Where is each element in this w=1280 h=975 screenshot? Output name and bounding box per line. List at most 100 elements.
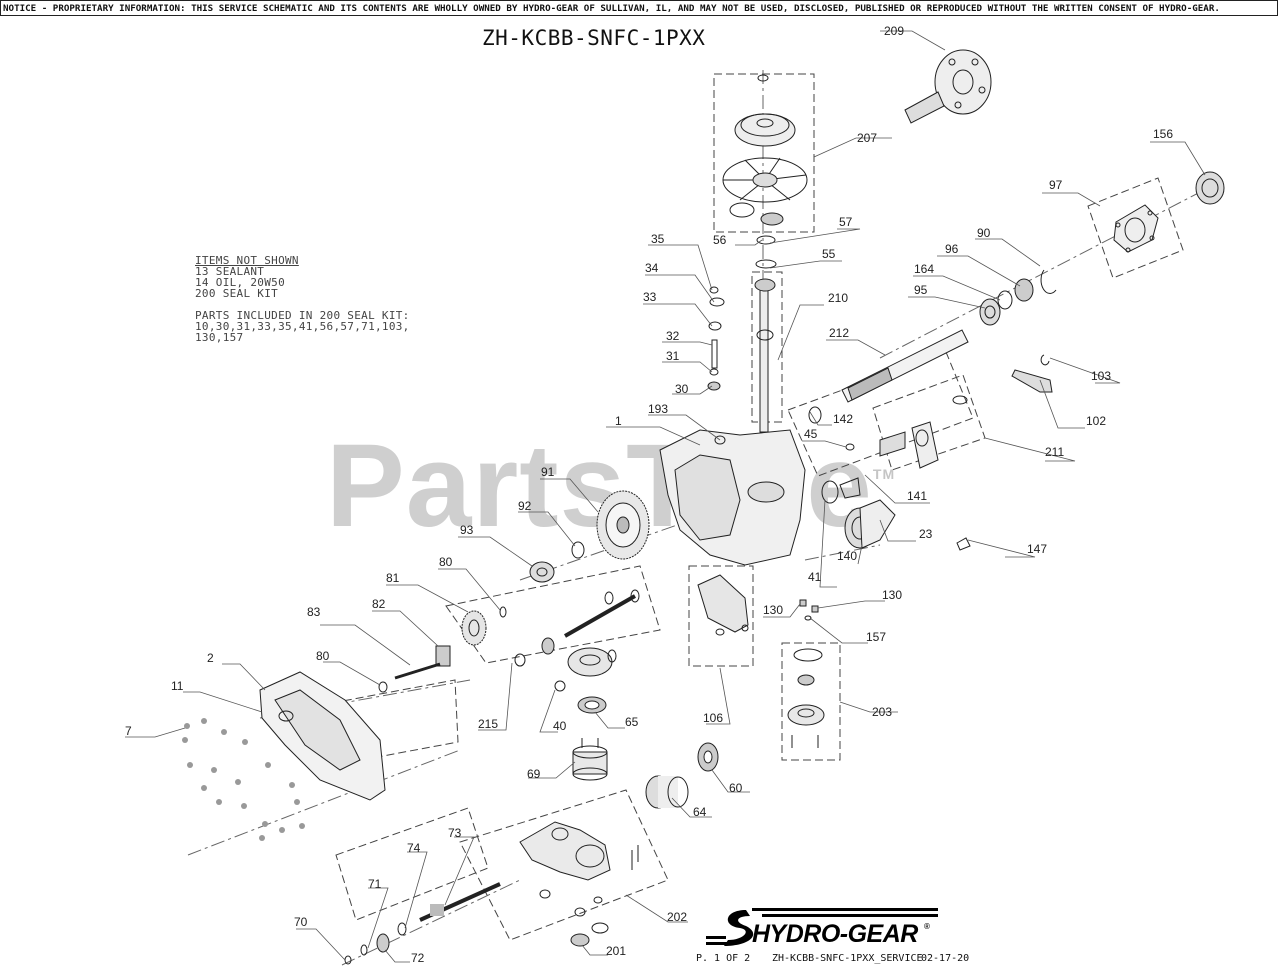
callout-32: 32 — [666, 329, 680, 343]
part-69-pump-cylinder-block — [572, 738, 608, 781]
callout-141: 141 — [907, 489, 927, 503]
callout-193: 193 — [648, 402, 668, 416]
callout-23: 23 — [919, 527, 933, 541]
part-64-motor-cylinder-block — [645, 775, 689, 809]
part-212-axle-shaft — [808, 329, 969, 424]
callout-215: 215 — [478, 717, 498, 731]
housing-cover-box — [688, 565, 754, 667]
callout-202: 202 — [667, 910, 687, 924]
part-81-spur-gear — [461, 610, 487, 646]
part-203-valve-assembly — [787, 648, 825, 748]
callout-130: 130 — [882, 588, 902, 602]
part-74-washer — [397, 922, 407, 936]
part-71-seal — [360, 944, 368, 956]
callout-55: 55 — [822, 247, 836, 261]
callout-212: 212 — [829, 326, 849, 340]
callout-45: 45 — [804, 427, 818, 441]
part-207-fan-pulley — [722, 74, 808, 226]
callout-201: 201 — [606, 944, 626, 958]
part-106-housing-cover — [697, 574, 749, 636]
callout-209: 209 — [884, 24, 904, 38]
watermark-tm: TM — [872, 466, 896, 482]
part-65-thrust-bearing — [577, 696, 607, 714]
callout-7: 7 — [125, 724, 132, 738]
callout-60: 60 — [729, 781, 743, 795]
part-2-side-cover — [259, 671, 386, 801]
part-72-gear — [376, 933, 390, 953]
callout-82: 82 — [372, 597, 386, 611]
callout-156: 156 — [1153, 127, 1173, 141]
callout-30: 30 — [675, 382, 689, 396]
part-40-swashplate — [554, 647, 617, 692]
part-201-filter — [570, 896, 609, 947]
callout-64: 64 — [693, 805, 707, 819]
callout-65: 65 — [625, 715, 639, 729]
callout-40: 40 — [553, 719, 567, 733]
part-1-main-housing — [659, 429, 806, 566]
hydro-gear-logo — [706, 908, 938, 946]
callout-92: 92 — [518, 499, 532, 513]
callout-90: 90 — [977, 226, 991, 240]
model-title: ZH-KCBB-SNFC-1PXX — [482, 26, 706, 50]
callout-83: 83 — [307, 605, 321, 619]
hub-assembly-box — [1087, 177, 1184, 279]
part-45-washer — [845, 443, 855, 451]
part-211-brake-assembly — [879, 395, 968, 469]
seal-kit-heading: PARTS INCLUDED IN 200 SEAL KIT: — [195, 309, 410, 322]
seal-kit-line: 130,157 — [195, 331, 244, 344]
note-line: 13 SEALANT — [195, 265, 265, 278]
part-209-axle-flange — [904, 49, 992, 124]
part-73-pump-shaft — [419, 882, 501, 922]
callout-164: 164 — [914, 262, 934, 276]
callout-81: 81 — [386, 571, 400, 585]
logo-s-mark — [724, 910, 754, 946]
callout-140: 140 — [837, 549, 857, 563]
callout-91: 91 — [541, 465, 555, 479]
callout-97: 97 — [1049, 178, 1063, 192]
part-102-brake-arm — [1011, 354, 1053, 393]
part-83-shaft — [394, 662, 441, 680]
callout-80: 80 — [316, 649, 330, 663]
footer-page-number: P. 1 OF 2 — [696, 953, 751, 964]
callout-157: 157 — [866, 630, 886, 644]
brand-name: HYDRO-GEAR — [752, 920, 918, 948]
callout-95: 95 — [914, 283, 928, 297]
part-60-thrust-bearing — [697, 742, 719, 772]
callout-41: 41 — [808, 570, 822, 584]
part-215-jackshaft — [514, 589, 640, 667]
callout-211: 211 — [1045, 445, 1064, 459]
part-156-bearing — [1195, 171, 1225, 205]
callout-72: 72 — [411, 951, 425, 965]
callout-106: 106 — [703, 711, 723, 725]
part-90-96-164-95-bearing-stack — [979, 269, 1057, 326]
gear-set-box — [445, 565, 661, 664]
part-93-bearing — [529, 561, 555, 583]
callout-31: 31 — [666, 349, 680, 363]
callout-70: 70 — [294, 915, 308, 929]
part-80-washer-lower — [378, 681, 388, 693]
part-92-washer — [571, 541, 585, 559]
footer-date: 02-17-20 — [921, 953, 970, 964]
part-202-center-section — [519, 821, 639, 881]
callout-1: 1 — [615, 414, 622, 428]
part-140-bearing-23-magnet — [821, 477, 896, 549]
part-97-wheel-hub — [1113, 204, 1159, 253]
callout-96: 96 — [945, 242, 959, 256]
callout-93: 93 — [460, 523, 474, 537]
callout-73: 73 — [448, 826, 462, 840]
part-11-bolts — [182, 718, 305, 841]
callout-34: 34 — [645, 261, 659, 275]
items-not-shown-notes: ITEMS NOT SHOWN 13 SEALANT 14 OIL, 20W50… — [195, 255, 410, 343]
callout-147: 147 — [1027, 542, 1047, 556]
seal-kit-line: 10,30,31,33,35,41,56,57,71,103, — [195, 320, 410, 333]
callout-74: 74 — [407, 841, 421, 855]
callout-207: 207 — [857, 131, 877, 145]
part-130-plugs — [799, 599, 819, 621]
part-bolt — [539, 889, 551, 899]
part-82-pinion — [435, 645, 451, 667]
callout-2: 2 — [207, 651, 214, 665]
proprietary-notice: NOTICE - PROPRIETARY INFORMATION: THIS S… — [0, 0, 1278, 16]
part-210-input-shaft — [754, 235, 777, 433]
